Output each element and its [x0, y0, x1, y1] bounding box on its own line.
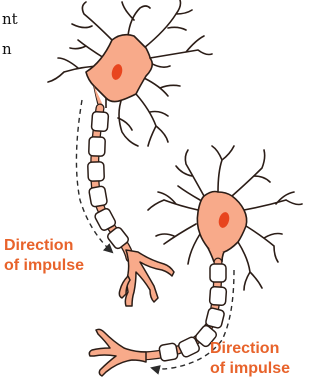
label-1-line-1: Direction — [4, 236, 84, 256]
neuron-2-axon-terminals — [89, 329, 146, 376]
label-2-line-1: Direction — [210, 339, 290, 359]
direction-of-impulse-label-2: Direction of impulse — [210, 339, 290, 379]
direction-of-impulse-label-1: Direction of impulse — [4, 236, 84, 276]
neuron-1-axon — [88, 108, 130, 258]
neuron-1-axon-terminals — [119, 250, 174, 306]
label-1-line-2: of impulse — [4, 256, 84, 276]
label-2-line-2: of impulse — [210, 359, 290, 379]
